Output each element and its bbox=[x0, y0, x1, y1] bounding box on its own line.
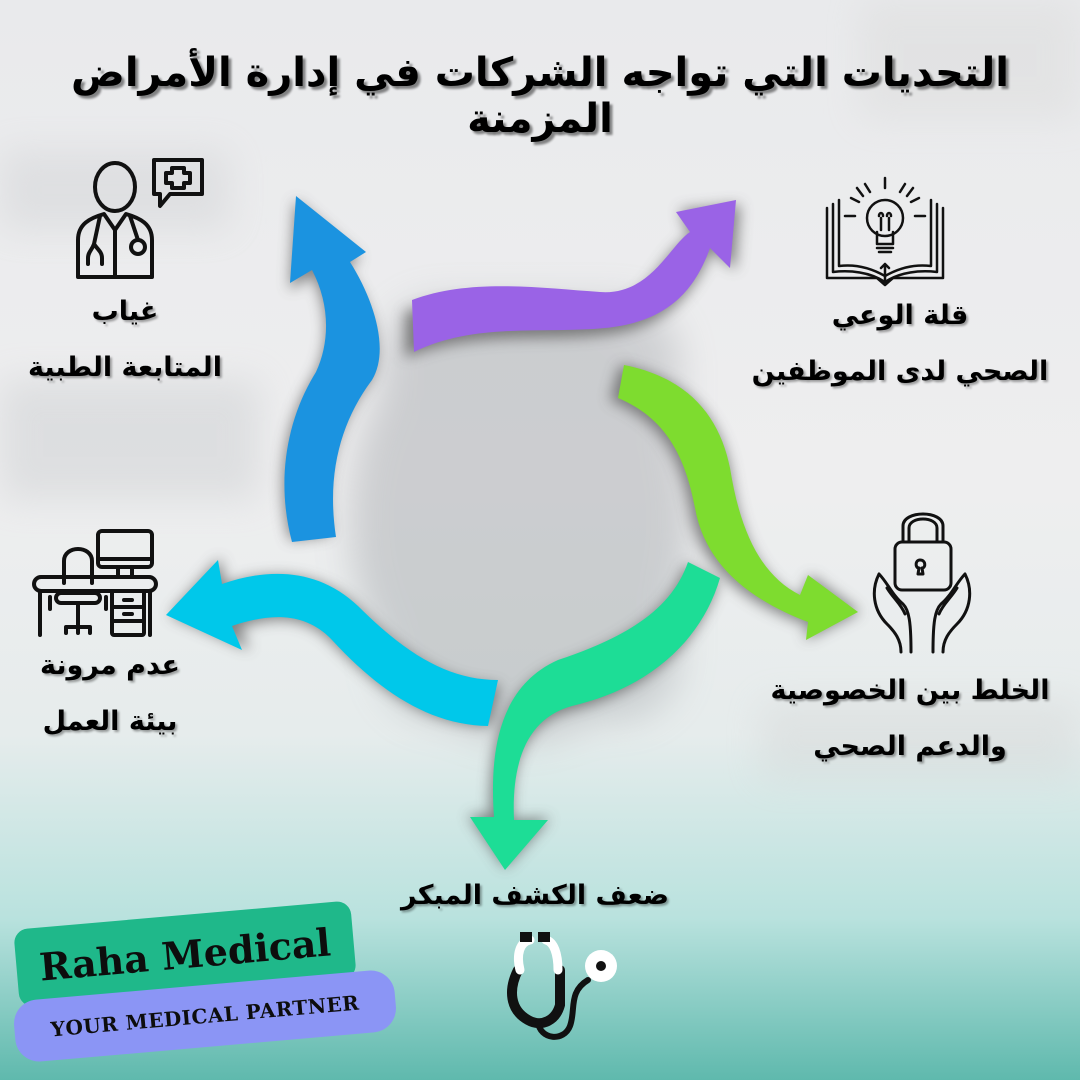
challenge-flexibility-line1: عدم مرونة bbox=[39, 650, 181, 681]
challenge-awareness-line2: الصحي لدى الموظفين bbox=[751, 356, 1049, 388]
desk-workstation-icon bbox=[32, 529, 158, 637]
page-title: التحديات التي تواجه الشركات في إدارة الأ… bbox=[71, 50, 1009, 142]
book-lightbulb-icon bbox=[825, 176, 945, 287]
hands-padlock-icon bbox=[872, 512, 972, 654]
stethoscope-icon bbox=[507, 932, 617, 1040]
challenge-flexibility: عدم مرونة بيئة العمل bbox=[0, 650, 220, 739]
brand-tagline: YOUR MEDICAL PARTNER bbox=[49, 990, 361, 1042]
challenge-followup-line1: غياب bbox=[91, 296, 159, 327]
challenge-awareness-line1: قلة الوعي bbox=[831, 300, 969, 331]
arrow-purple bbox=[412, 200, 736, 352]
challenge-privacy-line2: والدعم الصحي bbox=[813, 731, 1007, 763]
arrow-blue bbox=[284, 196, 380, 542]
arrow-teal bbox=[470, 562, 720, 870]
challenge-privacy: الخلط بين الخصوصية والدعم الصحي bbox=[745, 675, 1075, 764]
challenge-awareness: قلة الوعي الصحي لدى الموظفين bbox=[735, 300, 1065, 389]
challenge-flexibility-line2: بيئة العمل bbox=[42, 706, 178, 738]
challenge-detection: ضعف الكشف المبكر bbox=[380, 880, 690, 912]
challenge-followup-line2: المتابعة الطبية bbox=[28, 352, 222, 384]
arrow-cyan bbox=[166, 560, 498, 726]
arrow-green bbox=[618, 365, 858, 640]
challenge-privacy-line1: الخلط بين الخصوصية bbox=[770, 675, 1050, 706]
challenge-followup: غياب المتابعة الطبية bbox=[0, 296, 250, 385]
challenge-detection-line1: ضعف الكشف المبكر bbox=[400, 880, 670, 911]
doctor-chat-icon bbox=[76, 158, 204, 279]
